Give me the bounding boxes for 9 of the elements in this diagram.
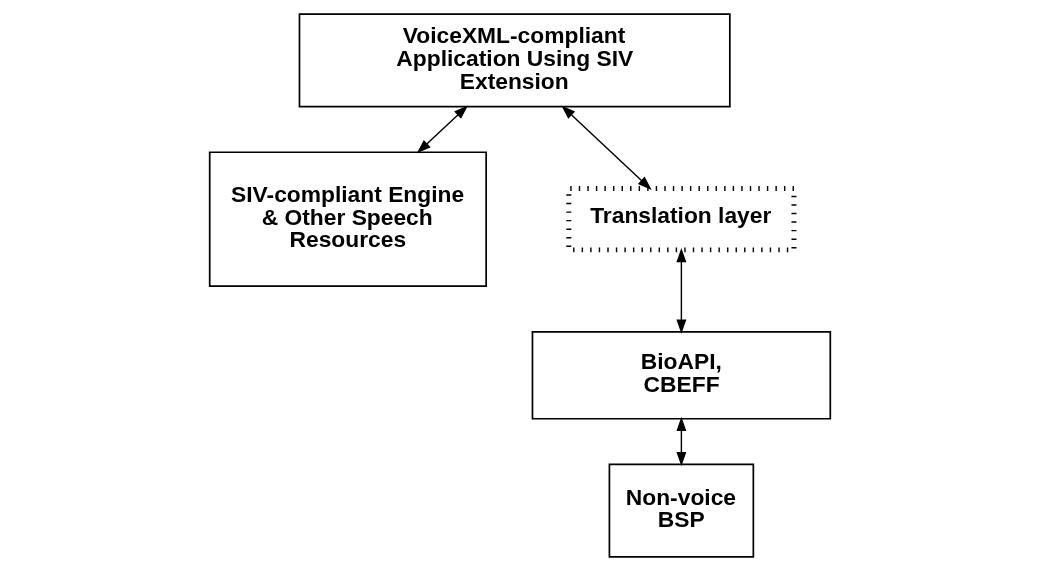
node-box: Translation layer <box>566 186 797 253</box>
arrow <box>416 105 468 154</box>
node-box: SIV-compliant Engine & Other Speech Resources <box>208 151 487 288</box>
arrow <box>676 416 687 467</box>
node-box: BioAPI, CBEFF <box>531 330 832 420</box>
arrow <box>676 248 687 334</box>
node-box: VoiceXML-compliant Application Using SIV Extension <box>298 13 731 108</box>
node-box: Non-voice BSP <box>608 463 755 558</box>
arrow <box>561 105 652 191</box>
